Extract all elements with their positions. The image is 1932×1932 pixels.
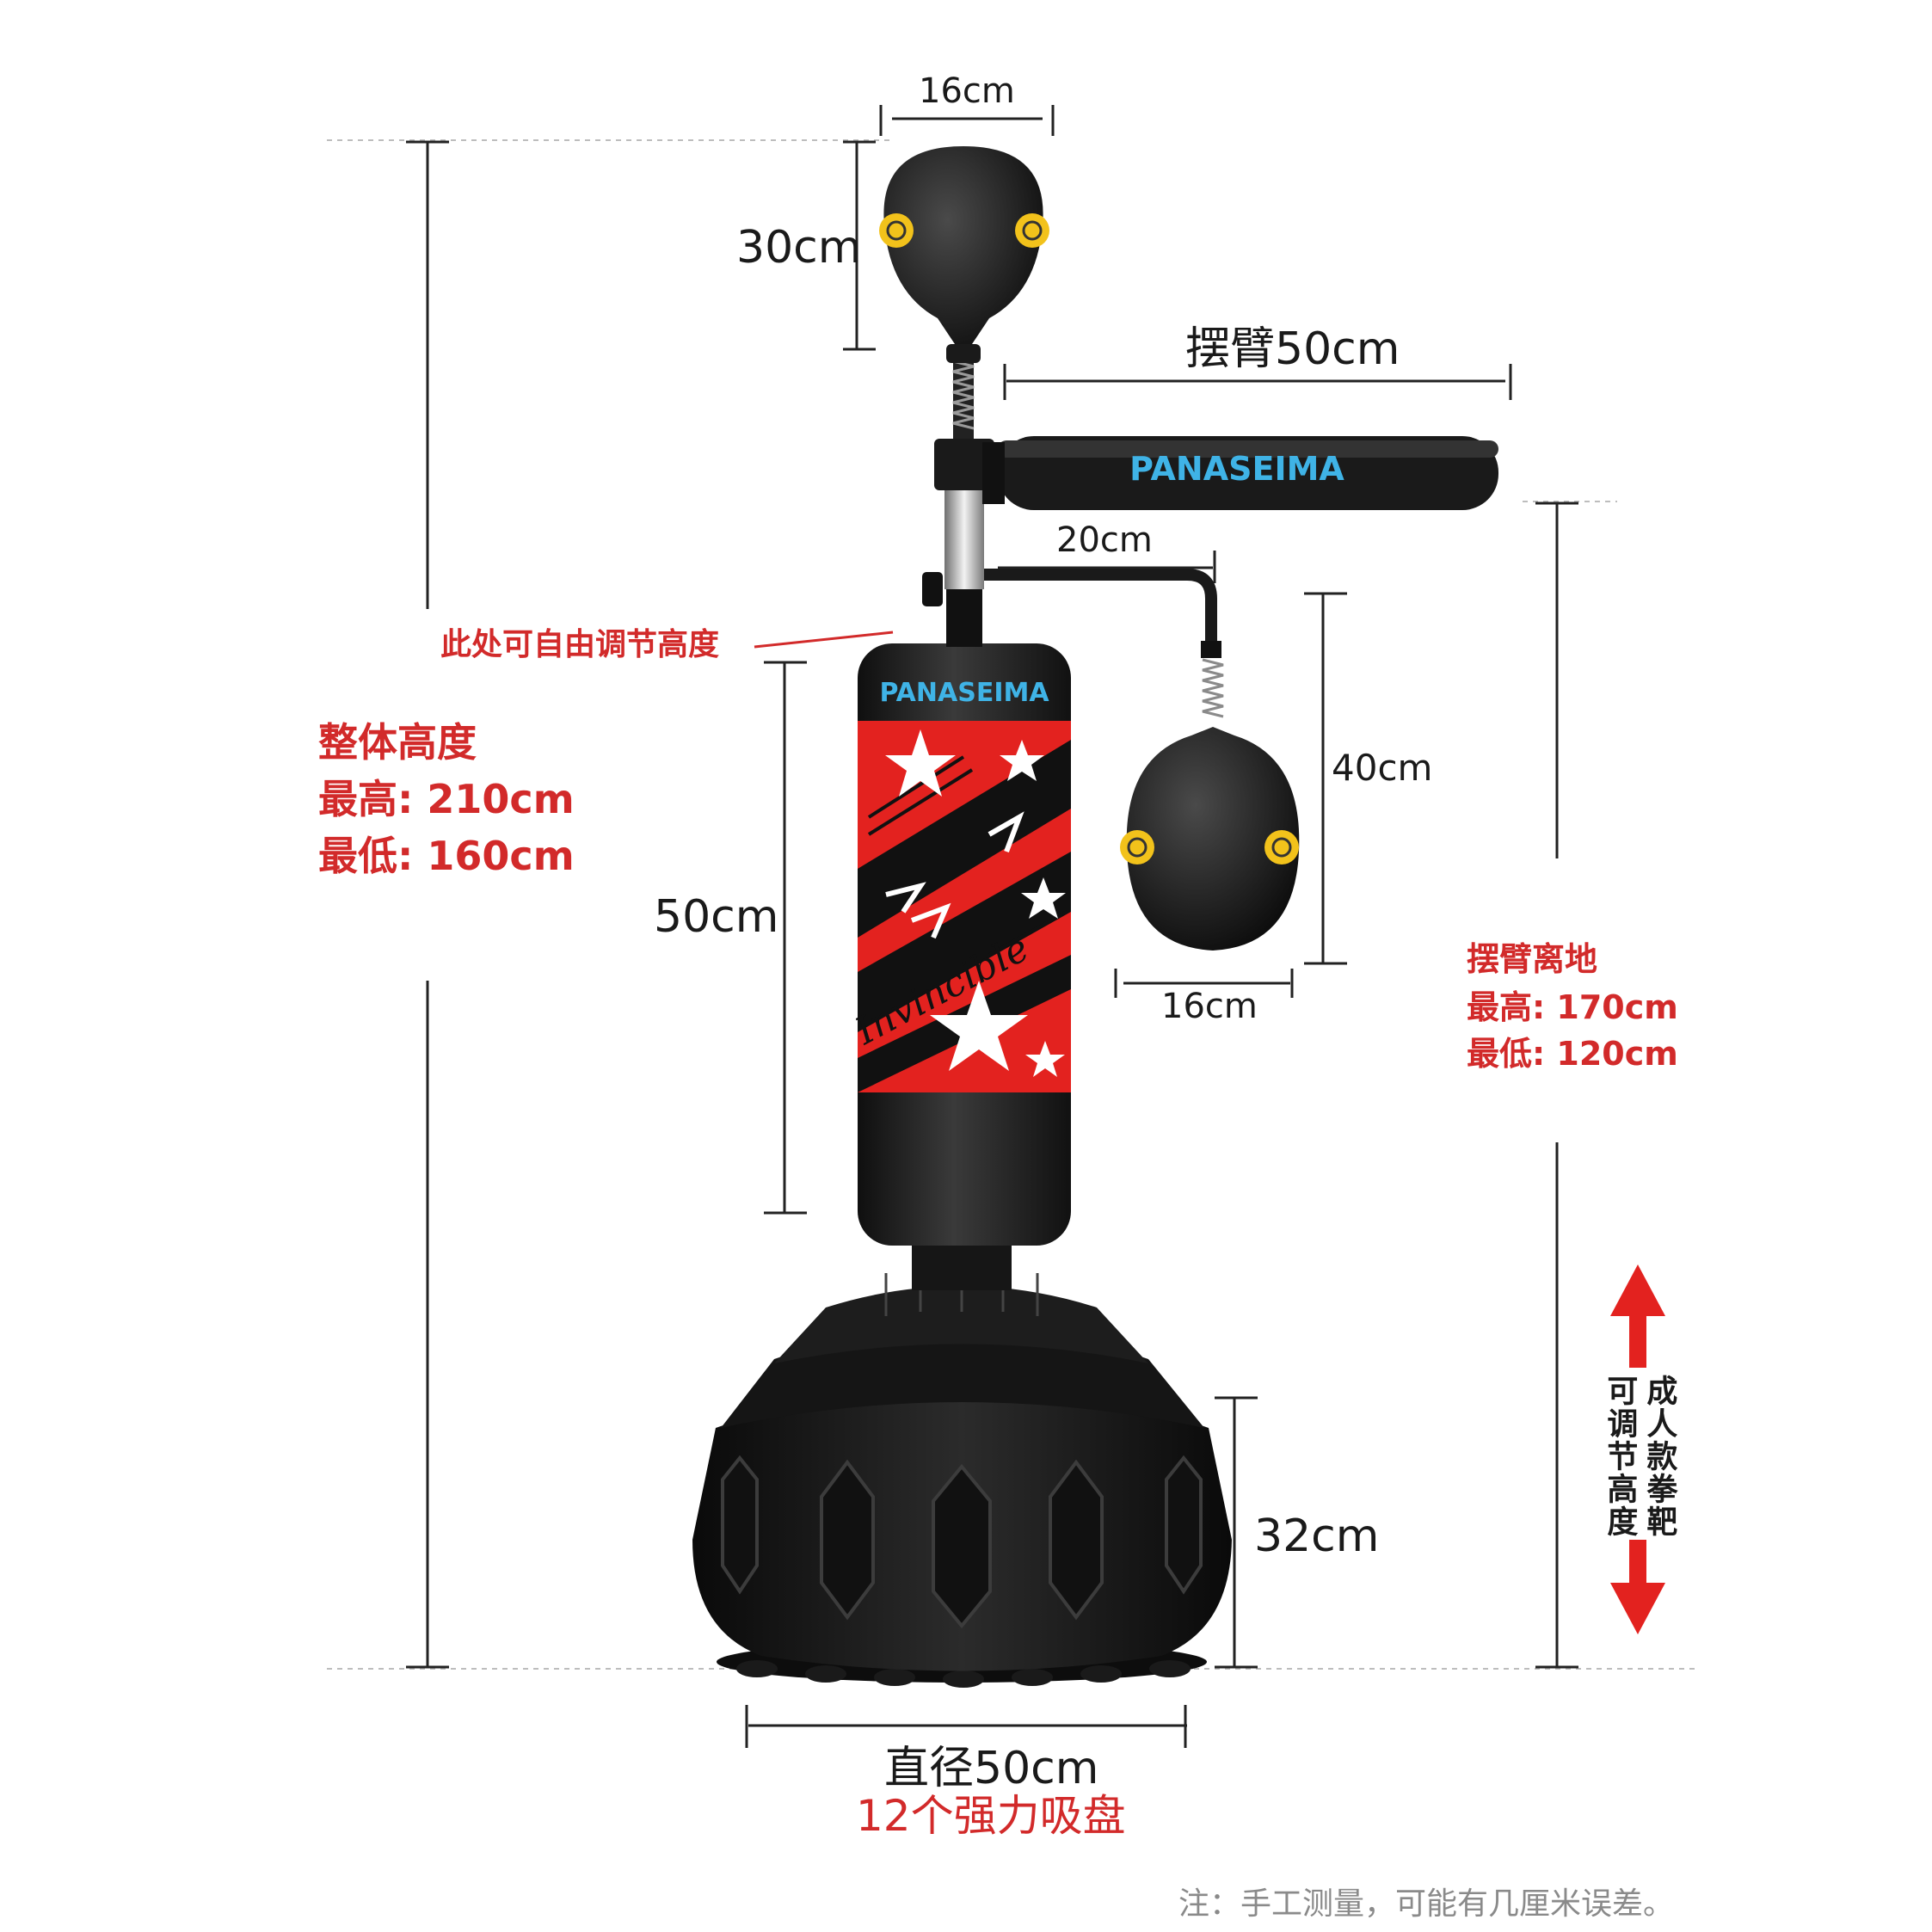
base-weight xyxy=(692,1239,1232,1688)
adjustable-height-vertical-label: 可调节高度 xyxy=(1602,1375,1638,1538)
arm-brand-logo: PANASEIMA xyxy=(1129,450,1344,488)
base-height-label: 32cm xyxy=(1254,1511,1380,1562)
up-arrow-icon xyxy=(1610,1264,1665,1368)
bracket-label: 20cm xyxy=(1056,520,1153,560)
top-ball-width-label: 16cm xyxy=(919,71,1015,111)
overall-height-title: 整体高度 xyxy=(318,719,477,766)
overall-height-max: 最高: 210cm xyxy=(318,776,575,822)
swing-arm-label: 摆臂50cm xyxy=(1185,323,1400,375)
bag-brand-logo: PANASEIMA xyxy=(879,678,1049,708)
overall-height-min: 最低: 160cm xyxy=(318,833,575,879)
dimension-lines xyxy=(406,105,1578,1748)
bag-height-label: 50cm xyxy=(654,891,779,943)
side-speed-ball xyxy=(1120,727,1300,951)
adjustable-pole xyxy=(922,360,994,647)
top-ball-height-label: 30cm xyxy=(736,222,862,274)
target-icon xyxy=(1120,830,1299,864)
target-icon xyxy=(879,213,1049,248)
base-diameter-label: 直径50cm xyxy=(884,1743,1099,1794)
down-arrow-icon xyxy=(1610,1540,1665,1634)
star-icon xyxy=(885,729,1066,1077)
side-ball-width-label: 16cm xyxy=(1161,987,1258,1026)
side-bracket xyxy=(984,569,1224,718)
side-ball-height-label: 40cm xyxy=(1332,747,1433,789)
top-speed-ball xyxy=(879,146,1049,363)
suction-label: 12个强力吸盘 xyxy=(856,1791,1126,1841)
arm-height-title: 摆臂离地 xyxy=(1467,940,1598,978)
arm-height-min: 最低: 120cm xyxy=(1467,1035,1678,1073)
footnote: 注：手工测量，可能有几厘米误差。 xyxy=(1178,1886,1675,1922)
swing-arm-pad: PANASEIMA xyxy=(982,436,1498,510)
punching-bag: Invincible PANASEIMA xyxy=(847,643,1071,1246)
adjust-note: 此处可自由调节高度 xyxy=(440,627,720,662)
adjust-pointer-line xyxy=(754,631,894,649)
arm-height-max: 最高: 170cm xyxy=(1467,988,1678,1026)
adult-target-vertical-label: 成人款拳靶 xyxy=(1641,1375,1677,1538)
